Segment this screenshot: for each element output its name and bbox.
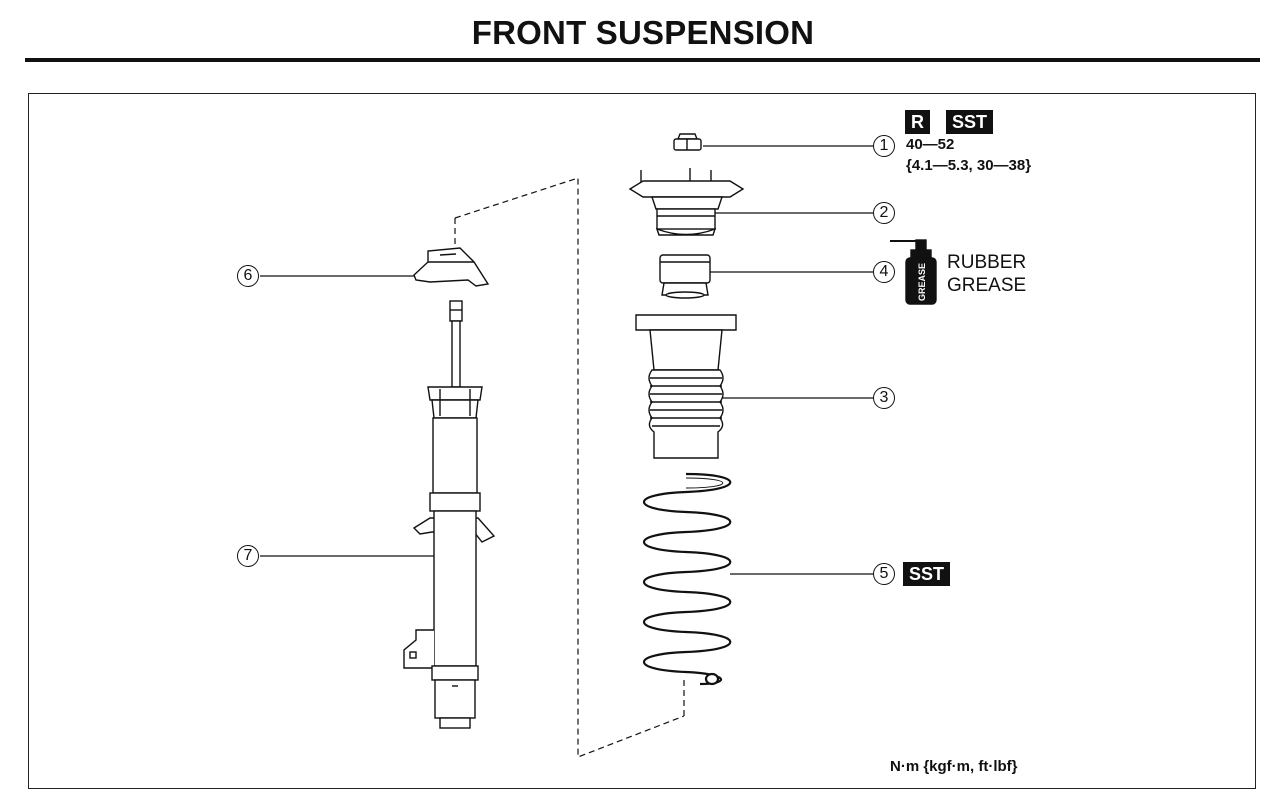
callout-4: 4 (873, 261, 895, 283)
title-underline (25, 58, 1260, 62)
callout-5: 5 (873, 563, 895, 585)
part-7-shock-absorber (403, 300, 496, 729)
grease-can-label: GREASE (917, 263, 927, 301)
part-2-strut-mount (628, 168, 745, 236)
sst-badge-part-5: SST (903, 562, 951, 586)
units-note: N·m {kgf·m, ft·lbf} (890, 758, 1018, 775)
torque-value-nm: 40—52 (906, 136, 955, 153)
rubber-grease-line2: GREASE (947, 275, 1027, 296)
callout-3: 3 (873, 387, 895, 409)
rubber-grease-line1: RUBBER (947, 252, 1027, 273)
part-4-bound-stopper (659, 254, 711, 299)
torque-value-alt: {4.1—5.3, 30—38} (906, 157, 1032, 174)
diagram-frame (28, 93, 1256, 789)
callout-6: 6 (237, 265, 259, 287)
part-3-dust-boot (635, 314, 737, 459)
callout-1: 1 (873, 135, 895, 157)
callout-7: 7 (237, 545, 259, 567)
sst-badge-part-1: SST (946, 110, 994, 134)
callout-2: 2 (873, 202, 895, 224)
leader-lines (260, 145, 873, 575)
part-5-coil-spring (642, 472, 732, 686)
part-6-spring-seat (413, 247, 490, 287)
grease-can-icon (890, 239, 937, 305)
page-title: FRONT SUSPENSION (471, 14, 815, 51)
part-1-nut (673, 133, 702, 151)
alignment-dashed-lines (454, 177, 685, 758)
replace-badge: R (905, 110, 930, 134)
